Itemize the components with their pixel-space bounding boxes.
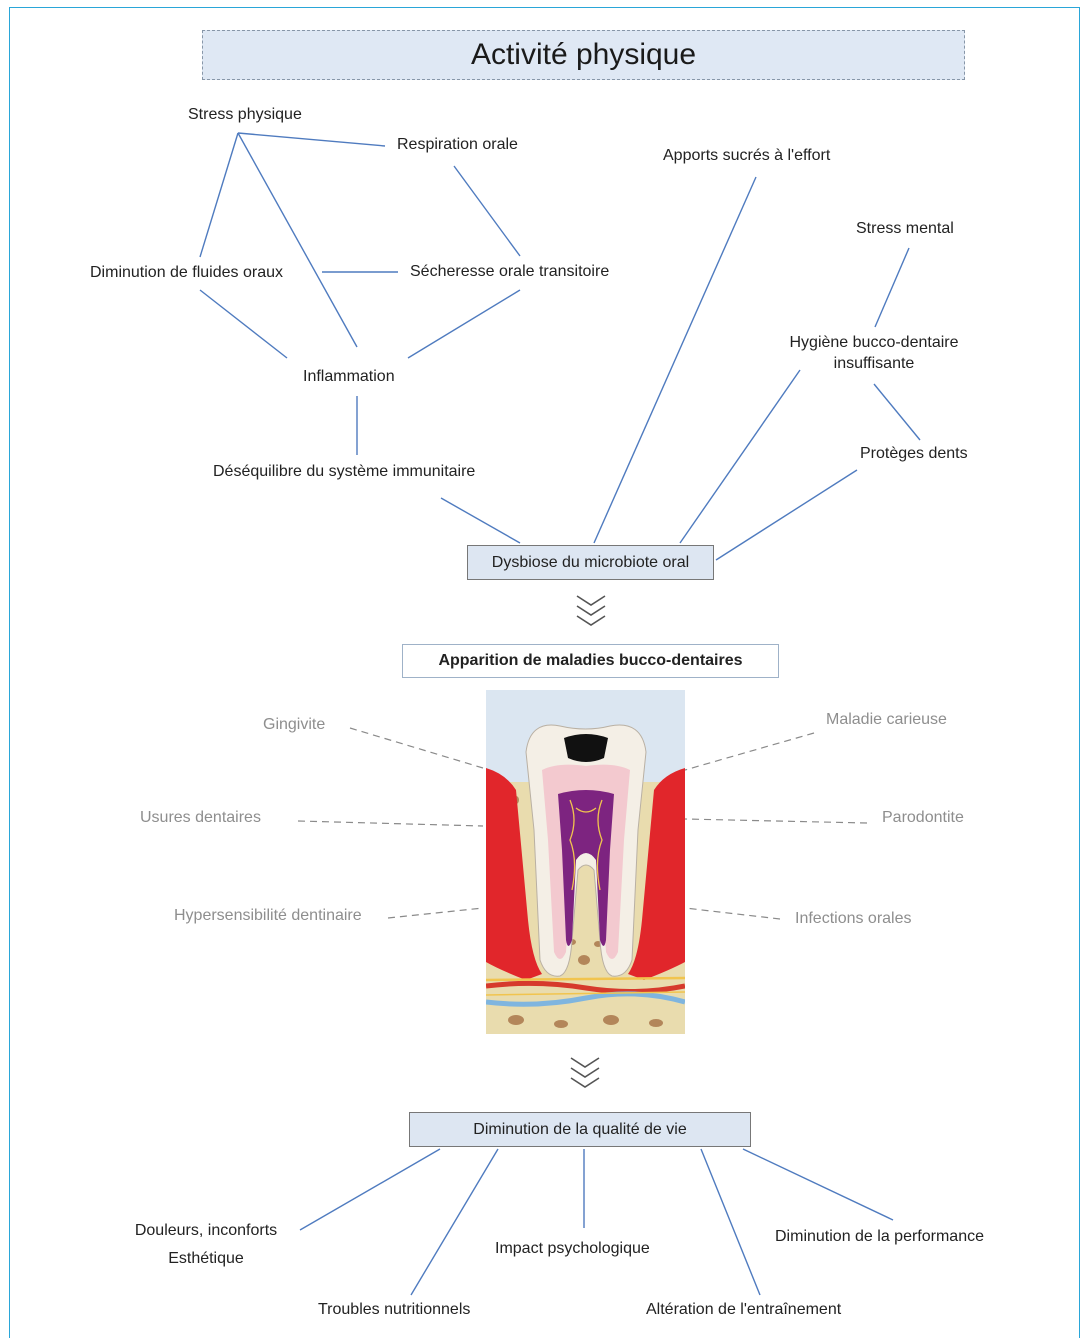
caries-cavity — [564, 734, 608, 762]
qualite-de-vie-box: Diminution de la qualité de vie — [409, 1112, 751, 1147]
node-stress-physique: Stress physique — [188, 104, 302, 125]
node-inflammation: Inflammation — [303, 366, 395, 387]
connector-line — [300, 1149, 440, 1230]
tooth-cross-section — [486, 690, 685, 1034]
node-hygiene-line1: Hygiène bucco-dentaire — [790, 332, 959, 353]
dashed-pointer — [350, 728, 483, 768]
consequence-douleurs: Douleurs, inconforts Esthétique — [135, 1217, 277, 1273]
dysbiose-box: Dysbiose du microbiote oral — [467, 545, 714, 580]
disease-maladie-carieuse: Maladie carieuse — [826, 709, 947, 730]
connector-line — [875, 248, 909, 327]
node-respiration-orale: Respiration orale — [397, 134, 518, 155]
node-proteges-dents: Protèges dents — [860, 443, 968, 464]
title-box: Activité physique — [202, 30, 965, 80]
dashed-pointer — [388, 908, 483, 918]
node-stress-mental: Stress mental — [856, 218, 954, 239]
apparition-label: Apparition de maladies bucco-dentaires — [438, 652, 742, 670]
chevron-down-icon — [574, 592, 608, 630]
dashed-pointer — [685, 908, 780, 919]
node-apports-sucres: Apports sucrés à l'effort — [663, 145, 830, 166]
connector-line — [411, 1149, 498, 1295]
node-hygiene-line2: insuffisante — [790, 353, 959, 374]
qualite-de-vie-label: Diminution de la qualité de vie — [473, 1121, 686, 1139]
node-diminution-fluides: Diminution de fluides oraux — [90, 262, 283, 283]
connector-line — [594, 177, 756, 543]
dashed-pointer — [685, 819, 867, 823]
connector-line — [743, 1149, 893, 1220]
dashed-pointer — [685, 733, 814, 770]
connector-line — [454, 166, 520, 256]
dashed-pointer — [298, 821, 483, 826]
connector-line — [408, 290, 520, 358]
disease-hypersensibilite: Hypersensibilité dentinaire — [174, 905, 362, 926]
consequence-impact-psychologique: Impact psychologique — [495, 1238, 650, 1259]
connector-line — [716, 470, 857, 560]
node-desequilibre-immunitaire: Déséquilibre du système immunitaire — [213, 461, 475, 482]
node-hygiene: Hygiène bucco-dentaire insuffisante — [790, 332, 959, 374]
disease-usures-dentaires: Usures dentaires — [140, 807, 261, 828]
node-secheresse-orale: Sécheresse orale transitoire — [410, 261, 609, 282]
disease-infections-orales: Infections orales — [795, 908, 912, 929]
disease-gingivite: Gingivite — [263, 714, 325, 735]
diagram-title: Activité physique — [471, 38, 696, 72]
connector-line — [200, 290, 287, 358]
consequence-douleurs-line2: Esthétique — [135, 1245, 277, 1273]
connector-line — [200, 133, 238, 257]
consequence-troubles-nutritionnels: Troubles nutritionnels — [318, 1299, 470, 1320]
consequence-douleurs-line1: Douleurs, inconforts — [135, 1217, 277, 1245]
dysbiose-label: Dysbiose du microbiote oral — [492, 554, 689, 572]
connector-line — [238, 133, 357, 347]
chevron-down-icon — [568, 1054, 602, 1092]
consequence-diminution-performance: Diminution de la performance — [775, 1226, 984, 1247]
consequence-alteration-entrainement: Altération de l'entraînement — [646, 1299, 841, 1320]
disease-parodontite: Parodontite — [882, 807, 964, 828]
connector-line — [441, 498, 520, 543]
connector-line — [701, 1149, 760, 1295]
connector-line — [238, 133, 385, 146]
connector-line — [874, 384, 920, 440]
apparition-box: Apparition de maladies bucco-dentaires — [402, 644, 779, 678]
